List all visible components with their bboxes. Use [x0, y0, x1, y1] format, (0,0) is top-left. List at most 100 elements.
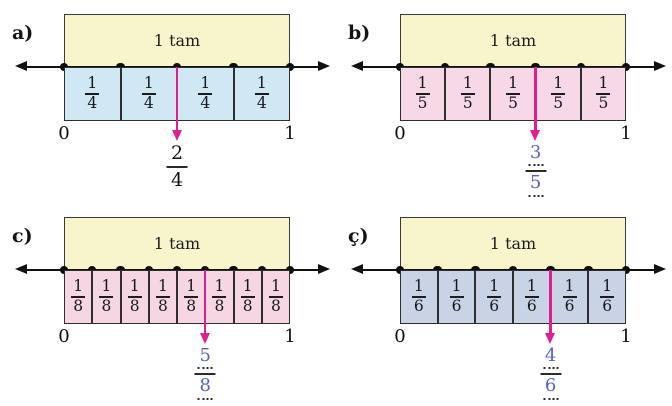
cell-fraction-bar [551, 93, 566, 95]
cell-fraction-bar [212, 296, 227, 298]
whole-box: 1 tam [400, 217, 626, 270]
cell-fraction-bar [127, 296, 142, 298]
cell-fraction-numerator: 1 [508, 74, 518, 93]
cell-fraction-numerator: 1 [270, 277, 281, 296]
cell-fraction-numerator: 1 [462, 74, 473, 93]
cell-fraction-numerator: 1 [101, 277, 112, 296]
cell-fraction-bar [487, 296, 502, 298]
cell-fraction-denominator: 8 [157, 297, 168, 316]
answer-fraction: 4 6 [540, 345, 562, 401]
cell-fraction-bar [240, 296, 255, 298]
cell-fraction-bar [155, 296, 170, 298]
cell-fraction-bar [184, 296, 199, 298]
axis-end-label: 1 [620, 326, 632, 347]
cell-fraction-numerator: 1 [87, 74, 98, 93]
whole-box: 1 tam [400, 14, 626, 67]
answer-denominator-dotted-line [197, 397, 213, 400]
cell-fraction-bar [254, 93, 269, 95]
axis-end-label: 1 [284, 123, 296, 144]
number-line-left-arrowhead-icon [351, 61, 363, 72]
cell-fraction-denominator: 8 [186, 297, 197, 316]
cell-fraction-bar [449, 296, 464, 298]
cell-fraction-denominator: 8 [101, 297, 112, 316]
cell-fraction-numerator: 1 [526, 277, 537, 296]
cell-fraction-bar [415, 93, 430, 95]
whole-box-label: 1 tam [489, 31, 537, 50]
answer-denominator-dotted-line [543, 397, 559, 400]
cell-fraction-denominator: 6 [489, 297, 500, 316]
cell-fraction-numerator: 1 [143, 74, 154, 93]
answer-denominator: 6 [544, 375, 557, 397]
pointer-arrow-line [204, 270, 207, 334]
cell-fraction-denominator: 6 [602, 297, 613, 316]
number-line-left-arrowhead-icon [15, 264, 27, 275]
cell-fraction-numerator: 1 [564, 277, 575, 296]
pointer-arrowhead-icon [545, 333, 556, 344]
cell-fraction-denominator: 5 [598, 94, 609, 113]
cell-fraction-bar [524, 296, 539, 298]
answer-fraction-bar [525, 169, 547, 172]
answer-denominator: 5 [529, 172, 542, 194]
cell-fraction-bar [460, 93, 475, 95]
cell-fraction-numerator: 1 [602, 277, 613, 296]
answer-numerator-dotted-line [543, 367, 559, 370]
cell-fraction-numerator: 1 [553, 74, 564, 93]
answer-fraction: 5 8 [194, 346, 216, 401]
cell-fraction-denominator: 4 [87, 94, 98, 113]
axis-dot [59, 62, 69, 72]
answer-numerator: 4 [544, 345, 557, 366]
axis-end-label: 1 [284, 326, 296, 347]
axis-dot [395, 265, 405, 275]
cell-fraction-bar [562, 296, 577, 298]
cell-fraction-bar [99, 296, 114, 298]
pointer-arrow-line [549, 270, 552, 334]
pointer-arrow-line [534, 67, 537, 131]
answer-fraction: 2 4 [166, 142, 188, 191]
number-line-right-arrowhead-icon [318, 61, 330, 72]
whole-box-label: 1 tam [153, 31, 201, 50]
axis-dot [59, 265, 69, 275]
number-line-right-arrowhead-icon [318, 264, 330, 275]
axis-dot [395, 62, 405, 72]
cell-fraction-numerator: 1 [73, 277, 84, 296]
whole-box: 1 tam [64, 14, 290, 67]
answer-numerator-dotted-line [528, 164, 544, 167]
axis-start-label: 0 [394, 326, 406, 347]
pointer-arrowhead-icon [530, 130, 541, 141]
cell-fraction-numerator: 1 [598, 74, 609, 93]
number-line-left-arrowhead-icon [15, 61, 27, 72]
answer-numerator: 2 [170, 142, 184, 164]
panel-label: a) [12, 22, 34, 44]
